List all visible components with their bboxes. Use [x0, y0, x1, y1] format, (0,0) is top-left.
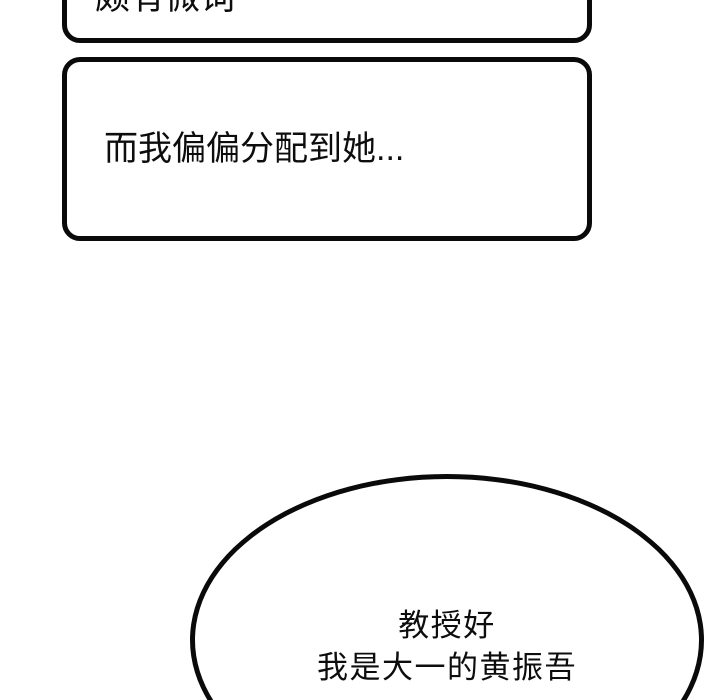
speech-text-middle: 而我偏偏分配到她...: [104, 130, 405, 168]
speech-bubble-top: 颇有微词: [62, 0, 592, 43]
speech-text-bottom-line-2: 我是大一的黄振吾: [317, 650, 577, 685]
speech-text-top: 颇有微词: [95, 0, 235, 15]
speech-bubble-bottom: 教授好 我是大一的黄振吾: [190, 474, 704, 700]
speech-text-bottom: 教授好 我是大一的黄振吾: [195, 605, 699, 689]
speech-text-bottom-line-1: 教授好: [398, 608, 496, 643]
speech-bubble-middle: 而我偏偏分配到她...: [62, 57, 592, 241]
